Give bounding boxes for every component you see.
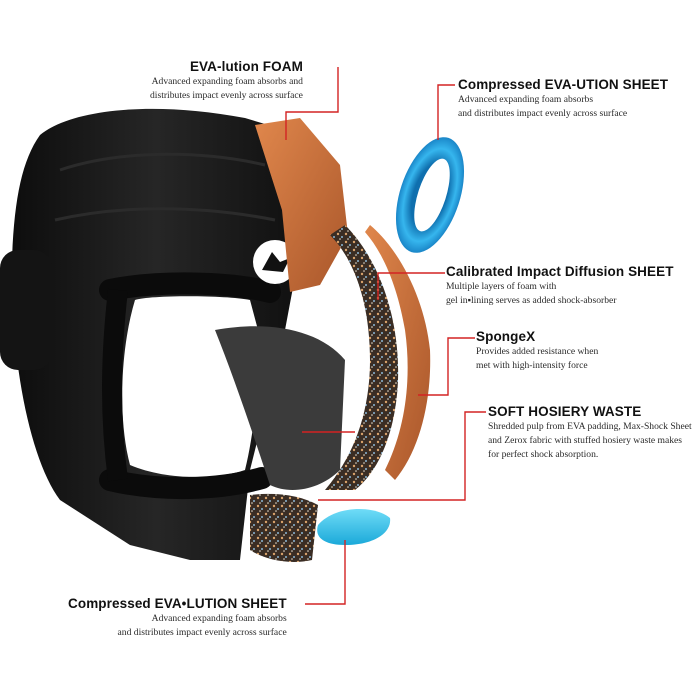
leader-compressed-top — [437, 84, 455, 140]
chin-pad — [317, 508, 391, 545]
callout-title: Compressed EVA•LUTION SHEET — [68, 596, 287, 611]
callout-compressed-sheet-bottom: Compressed EVA•LUTION SHEET Advanced exp… — [68, 596, 287, 640]
callout-line: Provides added resistance when — [476, 346, 599, 357]
inner-liner — [215, 326, 345, 490]
callout-line: Advanced expanding foam absorbs — [458, 94, 594, 105]
callout-description: Advanced expanding foam absorbs and dist… — [150, 75, 303, 103]
leader-eva-foam — [285, 67, 339, 140]
callout-title: SOFT HOSIERY WASTE — [488, 404, 642, 419]
callout-title: Compressed EVA-UTION SHEET — [458, 77, 669, 92]
callout-line: distributes impact evenly across surface — [150, 90, 303, 101]
callout-compressed-sheet-top: Compressed EVA-UTION SHEET Advanced expa… — [458, 77, 668, 121]
callout-line: gel in▪lining serves as added shock-abso… — [446, 295, 617, 306]
callout-description: Advanced expanding foam absorbs and dist… — [68, 612, 287, 640]
callout-line: Multiple layers of foam with — [446, 281, 557, 292]
callout-line: Shredded pulp from EVA padding, Max-Shoc… — [488, 421, 692, 432]
callout-line: Advanced expanding foam absorbs and — [151, 76, 303, 87]
callout-line: and distributes impact evenly across sur… — [458, 108, 628, 119]
leader-lines — [285, 67, 486, 605]
leader-hosiery — [318, 411, 486, 501]
leader-calibrated — [377, 272, 445, 300]
callout-eva-foam: EVA-lution FOAM Advanced expanding foam … — [150, 59, 303, 103]
callout-line: Advanced expanding foam absorbs — [151, 613, 287, 624]
callout-title: EVA-lution FOAM — [189, 59, 303, 74]
callout-description: Multiple layers of foam with gel in▪lini… — [446, 280, 674, 308]
hosiery-waste-layer — [250, 225, 399, 562]
callout-line: and Zerox fabric with stuffed hosiery wa… — [488, 435, 683, 446]
compressed-ring — [395, 137, 465, 253]
callout-title: SpongeX — [476, 329, 536, 344]
callout-description: Advanced expanding foam absorbs and dist… — [458, 93, 668, 121]
eva-foam-layer — [255, 118, 431, 480]
callout-description: Provides added resistance when met with … — [476, 345, 598, 373]
callout-hosiery: SOFT HOSIERY WASTE Shredded pulp from EV… — [488, 404, 692, 462]
callout-line: and distributes impact evenly across sur… — [117, 627, 287, 638]
leader-compressed-bottom — [305, 540, 346, 605]
callout-calibrated: Calibrated Impact Diffusion SHEET Multip… — [446, 264, 674, 308]
callout-spongex: SpongeX Provides added resistance when m… — [476, 329, 598, 373]
leader-spongex — [418, 337, 475, 396]
side-pad — [0, 250, 52, 370]
callout-description: Shredded pulp from EVA padding, Max-Shoc… — [488, 420, 692, 462]
callout-line: met with high-intensity force — [476, 360, 588, 371]
callout-line: for perfect shock absorption. — [488, 449, 599, 460]
callout-title: Calibrated Impact Diffusion SHEET — [446, 264, 674, 279]
helmet-shell — [0, 108, 345, 560]
